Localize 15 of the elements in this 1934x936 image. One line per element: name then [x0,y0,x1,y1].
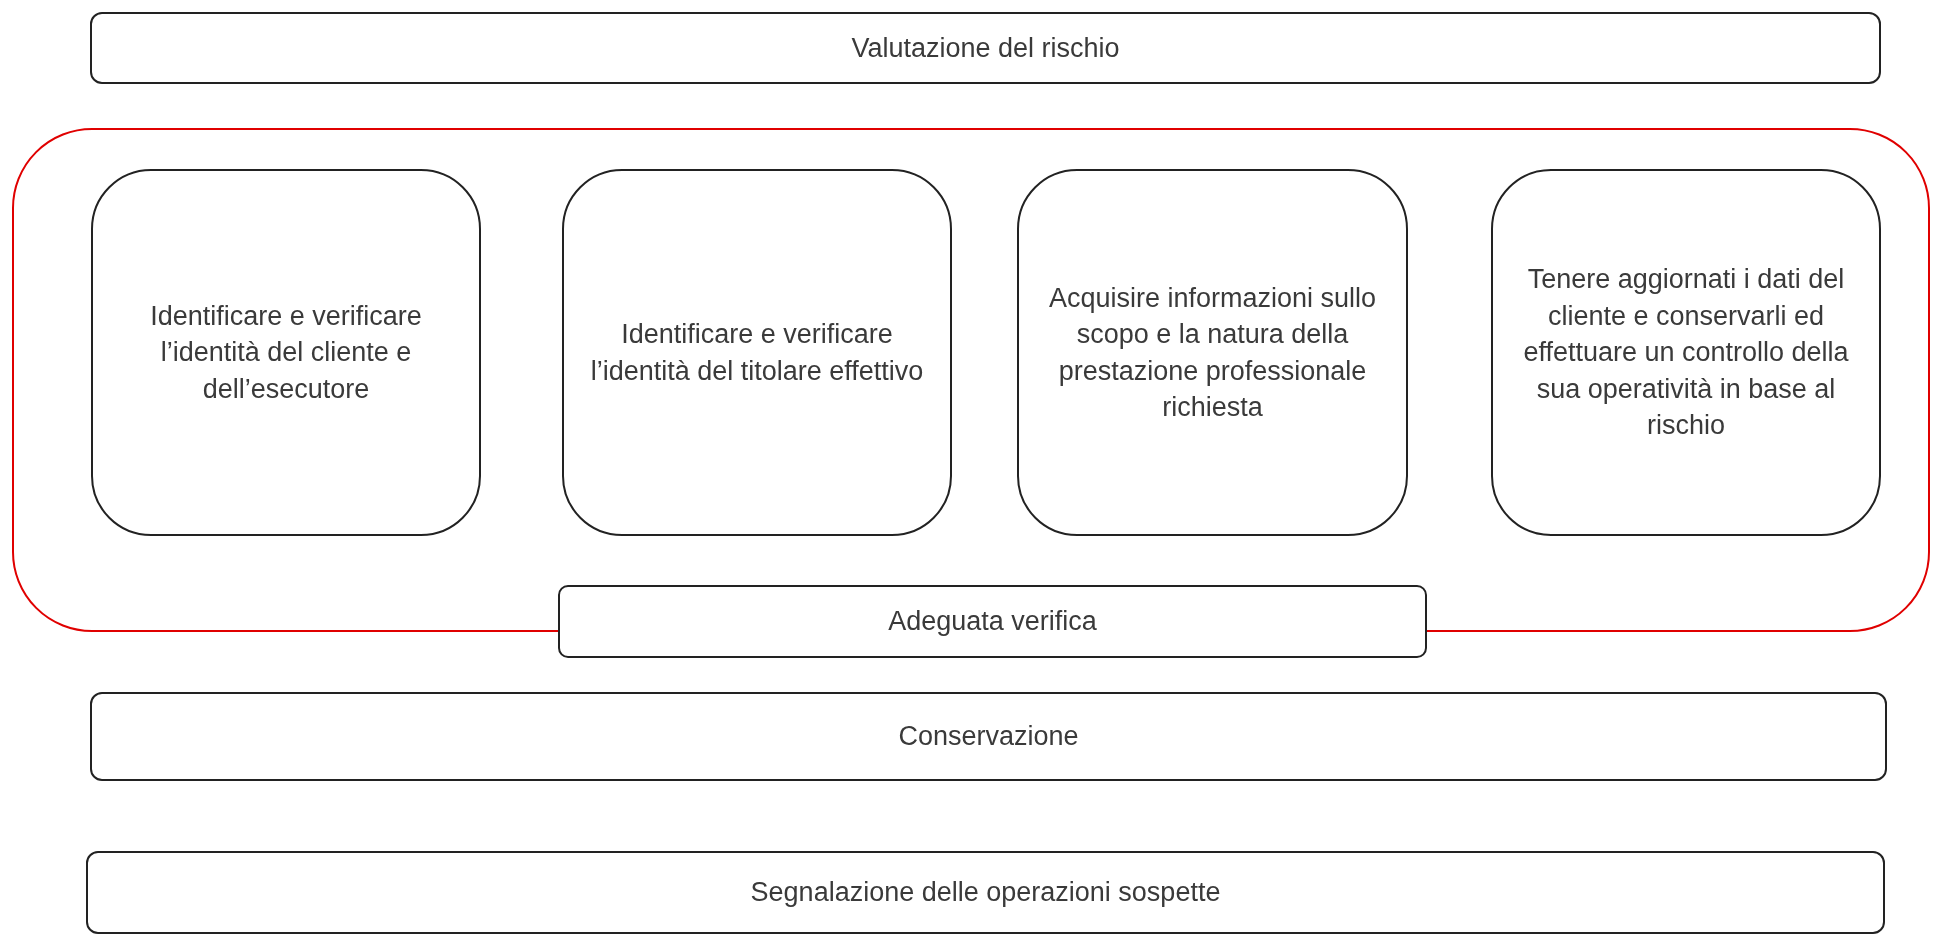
node-text: Identificare e verificare l’identità del titolare effettivo [589,318,925,388]
task-card [91,169,481,536]
node-text: Segnalazione delle operazioni sospette [750,876,1221,910]
node-text: Identificare e verificare l’identità del cliente e dell’esecutore [149,299,423,406]
process-bar [90,692,1887,781]
node-text: Valutazione del rischio [851,31,1120,65]
node-text: Conservazione [898,720,1079,754]
task-card [1491,169,1881,536]
node-text: Acquisire informazioni sullo scopo e la natura della prestazione professionale richiesta [1047,281,1378,424]
task-card [1017,169,1408,536]
process-bar [90,12,1881,84]
group-label: Adeguata verifica [558,585,1427,658]
process-bar [86,851,1885,934]
task-card [562,169,952,536]
node-text: Tenere aggiornati i dati del cliente e conservarli ed effettuare un controllo della sua operatività in base al rischio [1522,263,1850,443]
